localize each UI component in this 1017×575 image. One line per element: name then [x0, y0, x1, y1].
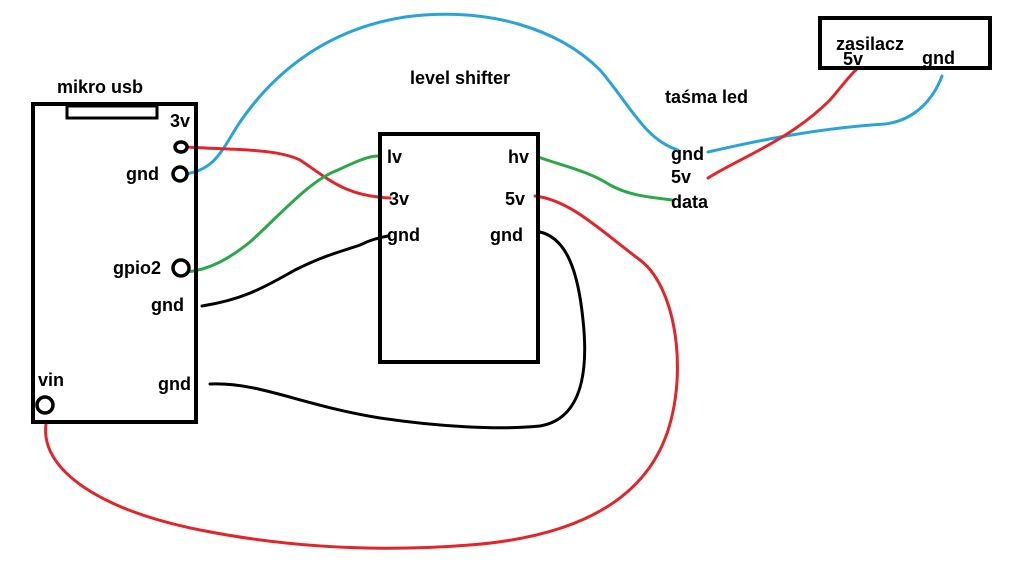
- usb-label: mikro usb: [57, 77, 143, 97]
- led-strip-data-label: data: [671, 192, 709, 212]
- board-outline: [31, 102, 198, 424]
- level-shifter-outline: [378, 132, 540, 364]
- power-supply-5v-label: 5v: [843, 49, 863, 69]
- level-shifter-5v-label: 5v: [505, 189, 525, 209]
- wire-strip-gnd-to-supply-gnd: [706, 74, 944, 154]
- power-supply-outline: [818, 16, 992, 70]
- power-supply-title: zasilacz: [836, 34, 904, 54]
- level-shifter-title: level shifter: [410, 68, 510, 88]
- led-strip-gnd-label: gnd: [671, 144, 704, 164]
- led-strip-5v-label: 5v: [671, 167, 691, 187]
- level-shifter-hv-label: hv: [508, 147, 529, 167]
- level-shifter-hv-gnd-label: gnd: [490, 225, 523, 245]
- board-pin-gnd-2-label: gnd: [151, 295, 184, 315]
- wire-gnd-to-power-supply-gnd: [183, 12, 680, 176]
- board-pin-3v[interactable]: [173, 140, 189, 154]
- wire-strip-5v-to-supply-5v: [706, 68, 858, 180]
- led-strip-title: taśma led: [665, 87, 748, 107]
- level-shifter-3v-label: 3v: [389, 189, 409, 209]
- board-pin-gnd-3-label: gnd: [158, 374, 191, 394]
- wire-gnd-to-shifter-gnd: [200, 234, 390, 308]
- wire-3v-to-shifter-3v: [185, 145, 392, 200]
- wire-gpio2-to-shifter-lv: [184, 154, 380, 274]
- level-shifter-lv-label: lv: [387, 147, 402, 167]
- usb-port: [65, 104, 159, 120]
- board-pin-vin-label: vin: [38, 370, 64, 390]
- level-shifter-lv-gnd-label: gnd: [387, 225, 420, 245]
- wire-vin-to-shifter-5v: [44, 194, 679, 550]
- board-pin-gpio2[interactable]: [171, 258, 191, 278]
- board-pin-gnd-1-label: gnd: [126, 164, 159, 184]
- power-supply-gnd-label: gnd: [922, 48, 955, 68]
- board-pin-vin[interactable]: [35, 395, 55, 415]
- board-pin-3v-label: 3v: [170, 111, 190, 131]
- wire-gnd-to-shifter-hv-gnd: [208, 230, 587, 430]
- board-pin-gpio2-label: gpio2: [113, 258, 161, 278]
- wire-shifter-hv-to-strip-data: [536, 155, 674, 202]
- board-pin-gnd-1[interactable]: [171, 165, 189, 183]
